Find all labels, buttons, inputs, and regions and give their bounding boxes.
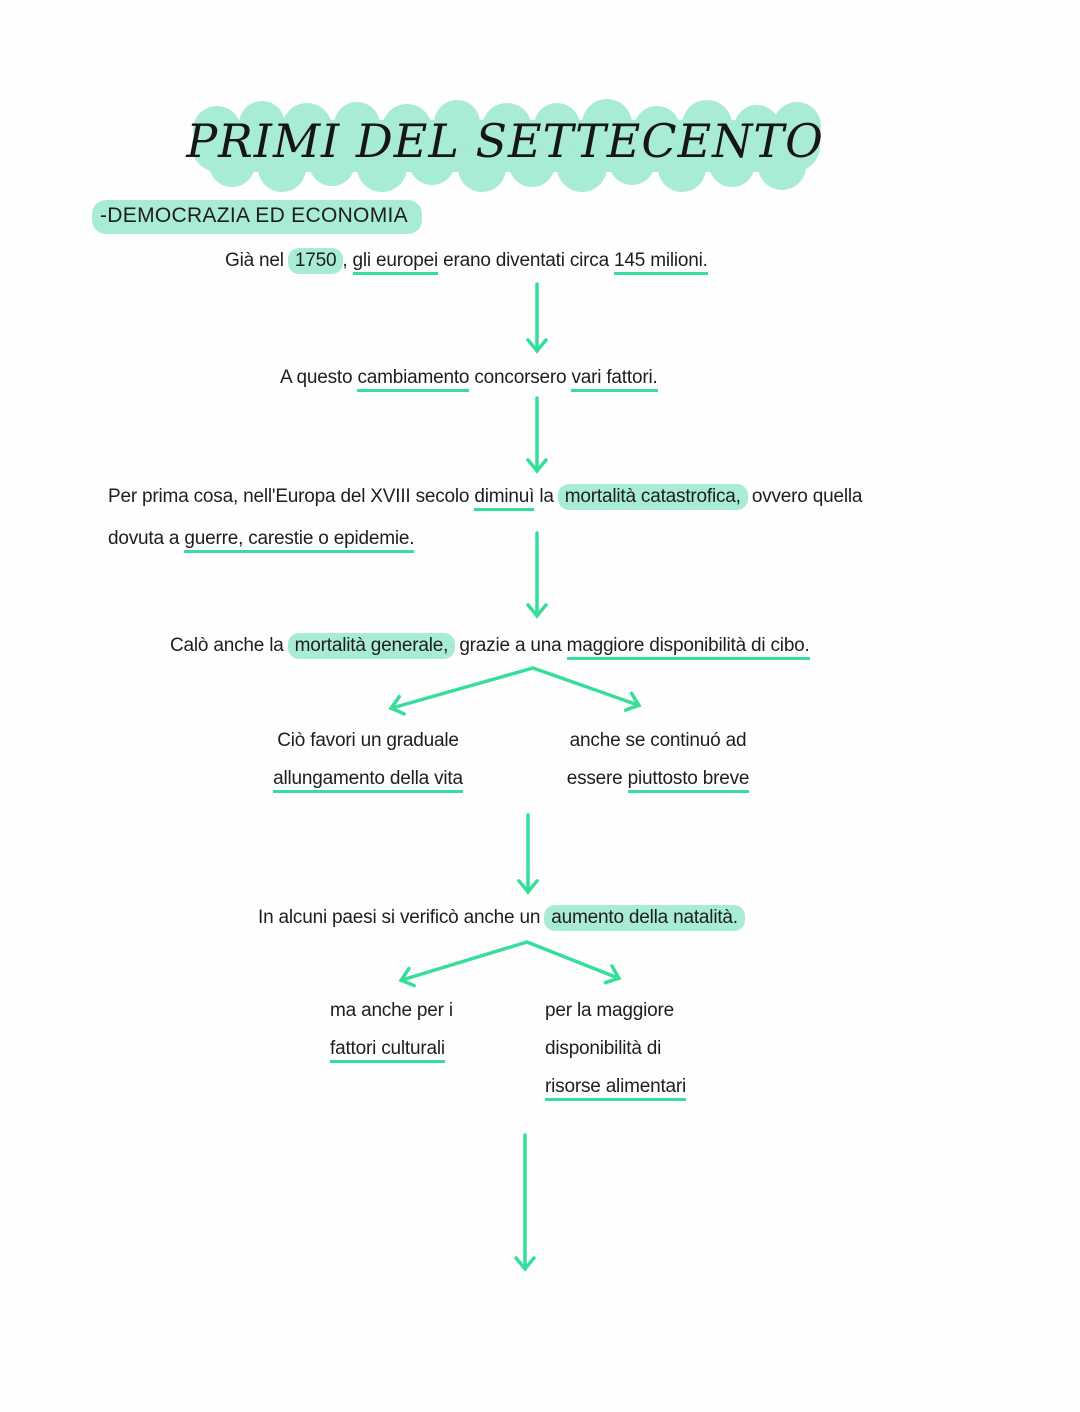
paragraph-line: anche se continuó ad <box>569 730 747 751</box>
text-segment: ovvero quella <box>746 486 863 507</box>
branch-arrow-right-natality <box>525 940 622 985</box>
page-title: PRIMI DEL SETTECENTO <box>186 114 824 168</box>
paragraph-line: dovuta a guerre, carestie o epidemie. <box>108 518 862 560</box>
highlighted-text: mortalità catastrofica, <box>557 484 748 510</box>
underlined-text: 145 milioni. <box>614 250 708 275</box>
node-cultural-factors: ma anche per i fattori culturali <box>330 992 453 1068</box>
highlighted-text: 1750 <box>287 248 344 274</box>
node-natality: In alcuni paesi si verificò anche un aum… <box>258 903 745 933</box>
underlined-text: gli europei <box>352 250 438 275</box>
underlined-text: risorse alimentari <box>545 1076 686 1101</box>
underlined-text: piuttosto breve <box>627 768 749 793</box>
paragraph-line: disponibilità di <box>545 1038 662 1059</box>
underlined-text: guerre, carestie o epidemie. <box>184 528 414 553</box>
text-segment: , <box>342 250 353 271</box>
text-segment: essere <box>566 768 628 789</box>
paragraph-line: essere piuttosto breve <box>538 760 778 798</box>
text-segment: Per prima cosa, nell'Europa del XVIII se… <box>108 486 475 507</box>
node-life-expectancy: Ciò favori un graduale allungamento dell… <box>248 722 488 798</box>
node-general-mortality: Calò anche la mortalità generale, grazie… <box>170 631 810 661</box>
text-segment: Già nel <box>225 250 289 271</box>
node-intro: Già nel 1750, gli europei erano diventat… <box>225 246 708 276</box>
node-factors: A questo cambiamento concorsero vari fat… <box>280 363 658 393</box>
paragraph-line: ma anche per i <box>330 1000 453 1021</box>
highlighted-text: mortalità generale, <box>287 633 456 659</box>
branch-arrow-right-life <box>531 666 642 712</box>
text-segment: dovuta a <box>108 528 185 549</box>
underlined-text: maggiore disponibilità di cibo. <box>566 635 810 660</box>
text-segment: A questo <box>280 367 358 388</box>
text-segment: concorsero <box>469 367 572 388</box>
paragraph-line: allungamento della vita <box>248 760 488 798</box>
underlined-text: allungamento della vita <box>273 768 463 793</box>
text-segment: Calò anche la <box>170 635 289 656</box>
paragraph-line: fattori culturali <box>330 1030 453 1068</box>
underlined-text: diminuì <box>474 486 534 511</box>
branch-arrow-left-life <box>388 666 535 716</box>
underlined-text: cambiamento <box>357 367 469 392</box>
text-segment: erano diventati circa <box>438 250 615 271</box>
underlined-text: vari fattori. <box>571 367 658 392</box>
text-segment: grazie a una <box>454 635 567 656</box>
paragraph-line: Per prima cosa, nell'Europa del XVIII se… <box>108 476 862 518</box>
node-food-resources: per la maggiore disponibilità di risorse… <box>545 992 686 1106</box>
branch-arrow-left-natality <box>398 940 529 988</box>
text-segment: In alcuni paesi si verificò anche un <box>258 907 546 928</box>
highlighted-text: aumento della natalità. <box>544 905 745 931</box>
text-segment: la <box>534 486 559 507</box>
section-heading: -DEMOCRAZIA ED ECONOMIA <box>92 200 422 234</box>
title-highlight-blob <box>192 99 821 192</box>
underlined-text: fattori culturali <box>330 1038 445 1063</box>
paragraph-line: risorse alimentari <box>545 1068 686 1106</box>
node-still-short-life: anche se continuó ad essere piuttosto br… <box>538 722 778 798</box>
paragraph-line: Ciò favori un graduale <box>277 730 459 751</box>
paragraph-line: per la maggiore <box>545 1000 675 1021</box>
node-catastrophic-mortality: Per prima cosa, nell'Europa del XVIII se… <box>108 476 862 560</box>
